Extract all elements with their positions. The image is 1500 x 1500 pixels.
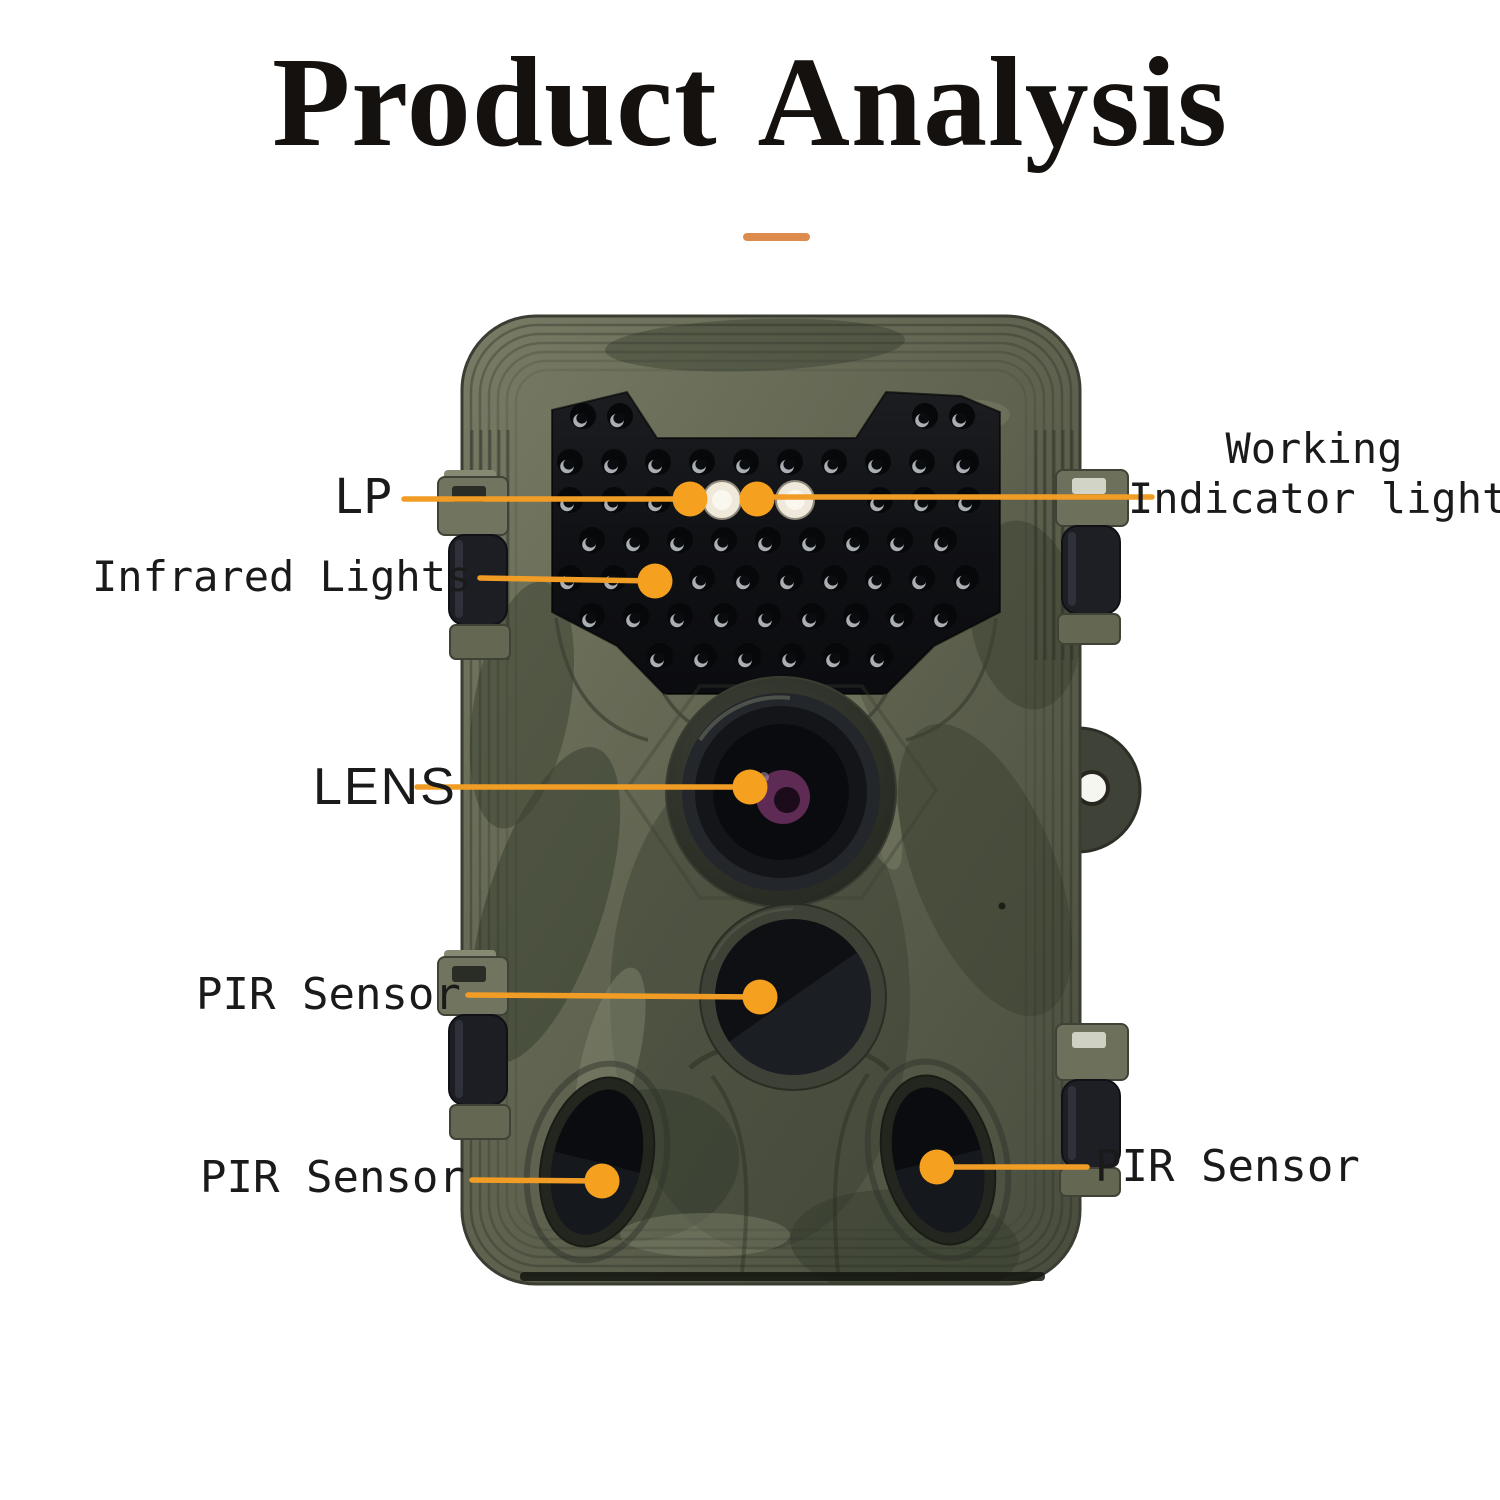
body-speck [998, 902, 1006, 910]
camera-lens [665, 676, 897, 908]
callout-dot-lp [672, 481, 708, 517]
callout-label-working-indicator: Working Indicator light [1128, 424, 1500, 524]
latch-bottom-left [437, 950, 511, 1140]
callout-label-pir-middle: PIR Sensor [196, 969, 461, 1020]
callout-label-working-line2: Indicator light [1128, 474, 1500, 523]
callout-label-lp: LP [334, 469, 392, 525]
led-lamp-lp [702, 480, 742, 520]
mounting-ear [1074, 726, 1142, 854]
pir-sensor-bottom-left [523, 1060, 671, 1264]
callout-dot-pir-bottom-left [584, 1163, 620, 1199]
title-divider [743, 233, 810, 241]
pir-sensor-middle [699, 903, 887, 1091]
callout-line-infrared-lights [477, 575, 658, 584]
page-title: Product Analysis [272, 31, 1228, 173]
infrared-led-panel [551, 390, 1001, 695]
callout-dot-lens [732, 769, 768, 805]
latch-bottom-right [1055, 1023, 1129, 1197]
callout-dots [584, 481, 955, 1199]
callout-dot-pir-bottom-right [919, 1149, 955, 1185]
led-lamp-indicator [775, 480, 815, 520]
callout-label-pir-bottom-left: PIR Sensor [200, 1152, 465, 1203]
callout-line-pir-middle [465, 992, 763, 1000]
molded-ridges [469, 323, 1073, 1277]
callout-label-pir-bottom-right: PIR Sensor [1095, 1141, 1360, 1192]
callout-dot-working-indicator [739, 481, 775, 517]
callout-dot-infrared-lights [637, 563, 673, 599]
callout-label-working-line1: Working [1225, 424, 1403, 473]
callout-line-pir-bottom-left [469, 1177, 605, 1184]
callout-label-lens: LENS [313, 758, 457, 816]
latch-top-left [437, 470, 511, 660]
callout-label-infrared-lights: Infrared Lights [92, 552, 472, 601]
callout-lines [401, 494, 1155, 1184]
bottom-shadow [520, 1272, 1045, 1281]
callout-dot-pir-middle [742, 979, 778, 1015]
